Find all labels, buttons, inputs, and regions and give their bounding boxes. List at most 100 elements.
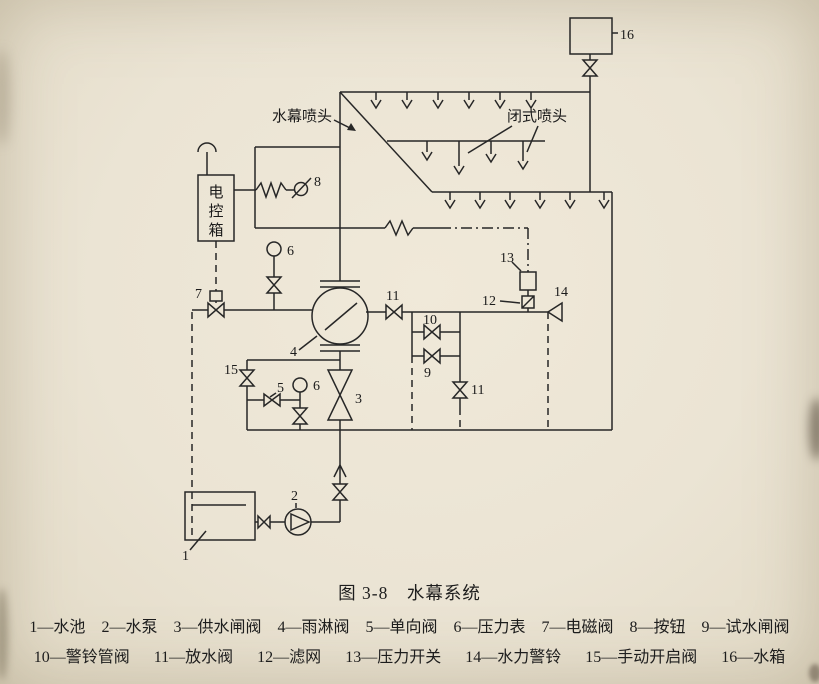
mark-15: 15 [224,363,238,378]
control-box-label: 箱 [208,222,223,239]
mark-11b: 11 [471,383,484,398]
closed-sprinkler-icon [485,141,497,164]
flange [320,344,360,352]
flex-section [384,219,414,237]
control-box-label: 控 [208,203,223,220]
valve-icon [291,407,309,425]
water-tank-assembly [569,17,618,192]
valve-icon [423,323,441,341]
leader-arrowhead [347,123,356,131]
manual-release-assembly [238,359,340,430]
legend-item: 16—水箱 [721,649,786,666]
legend-item: 12—滤网 [257,649,322,666]
nozzle-icon [504,192,516,210]
mark-6b: 6 [313,379,320,394]
control-box-label: 电 [208,184,223,201]
mark-4: 4 [290,345,297,360]
leader-line [189,530,207,551]
gauge-icon [292,377,308,393]
check-valve-icon [263,392,281,408]
scan-artifact [0,588,8,680]
valve-icon [451,381,469,399]
row3-nozzles [444,192,610,210]
mark-3: 3 [355,392,362,407]
alarm-bell-icon [197,142,217,153]
legend-item: 15—手动开启阀 [585,649,698,666]
mark-12: 12 [482,294,496,309]
solenoid-valve-assembly [191,241,313,540]
valve-icon [423,347,441,365]
button-icon [293,181,309,197]
legend-row-1: 1—水池 2—水泵 3—供水闸阀 4—雨淋阀 5—单向阀 6—压力表 7—电磁阀… [0,613,819,637]
figure-caption: 图 3-8 水幕系统 [338,583,481,603]
legend-item: 3—供水闸阀 [173,619,262,636]
legend-item: 10—警铃管阀 [33,649,130,666]
nozzle-icon [474,192,486,210]
filter-icon [521,295,535,309]
loop-piping [247,192,613,431]
callout-labels: 水幕喷头 闭式喷头 [272,108,567,154]
mark-8: 8 [314,175,321,190]
valve-icon [207,301,225,319]
gate-valve-icon [326,369,354,421]
leader-line [269,392,277,398]
closed-sprinkler-nozzles [421,141,529,176]
closed-sprinkler-icon [453,141,465,176]
water-curtain-nozzles [370,92,537,110]
supply-riser [326,369,354,522]
flange [320,280,360,288]
nozzle-icon [401,92,413,110]
pressure-switch [519,271,537,291]
pump-icon [284,508,312,536]
wire-spring [255,180,287,200]
pressure-gauge-upper [265,241,283,310]
mark-9: 9 [424,366,431,381]
leader-line [511,261,522,272]
legend-item: 11—放水阀 [153,649,234,666]
gauge-icon [266,241,282,257]
closed-sprinkler-icon [421,141,433,162]
mark-16: 16 [620,28,634,43]
mark-11a: 11 [386,289,399,304]
pipe-cross-main [339,91,433,193]
scan-artifact [809,398,819,460]
leader-line [499,300,521,304]
alarm-bell-icon [546,301,563,323]
water-pool [184,491,256,541]
legend-item: 9—试水闸阀 [701,619,790,636]
pump-and-pool [184,491,340,551]
valve-icon [238,369,256,387]
nozzle-icon [598,192,610,210]
legend-item: 14—水力警铃 [465,649,562,666]
nozzle-icon [370,92,382,110]
sprinkler-branch-network [339,91,612,281]
mark-2: 2 [291,489,298,504]
nozzle-icon [444,192,456,210]
leader-line [467,125,513,154]
valve-icon [331,483,349,501]
legend-item: 6—压力表 [453,619,526,636]
leader-line [298,335,318,351]
mark-1: 1 [182,549,189,564]
water-curtain-system-diagram: 电 控 箱 [182,17,634,564]
legend-row-2: 10—警铃管阀 11—放水阀 12—滤网 13—压力开关 14—水力警铃 15—… [0,643,819,667]
flow-arrow [333,464,347,478]
mark-7: 7 [195,287,202,302]
leader-line [526,125,539,153]
legend-item: 2—水泵 [101,619,158,636]
pump-impeller [290,512,311,532]
mark-6a: 6 [287,244,294,259]
legend-item: 8—按钮 [629,619,686,636]
water-tank [569,17,613,55]
legend-item: 5—单向阀 [365,619,438,636]
mark-14: 14 [554,285,568,300]
control-lines [254,146,529,272]
closed-sprinkler-icon [517,141,529,171]
valve-icon [581,59,599,77]
control-box-assembly: 电 控 箱 [197,142,235,242]
legend-item: 13—压力开关 [345,649,442,666]
nozzle-icon [534,192,546,210]
deluge-valve-assembly [298,280,369,370]
mark-10: 10 [423,313,437,328]
